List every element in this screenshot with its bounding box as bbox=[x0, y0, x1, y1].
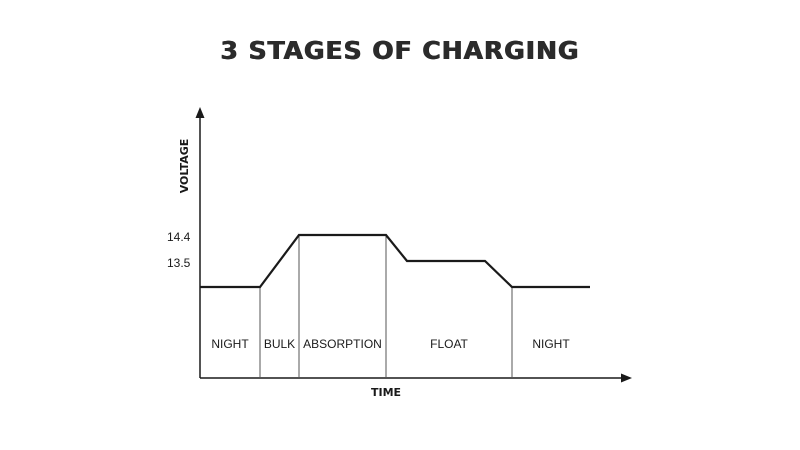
y-tick-label-14-4: 14.4 bbox=[167, 230, 191, 244]
stage-label-float: FLOAT bbox=[430, 337, 468, 351]
x-axis-label: TIME bbox=[371, 386, 401, 399]
chart-title: 3 STAGES OF CHARGING bbox=[220, 36, 580, 65]
stage-label-bulk: BULK bbox=[264, 337, 295, 351]
stage-label-night: NIGHT bbox=[532, 337, 570, 351]
voltage-curve bbox=[200, 233, 590, 289]
stage-label-absorption: ABSORPTION bbox=[303, 337, 382, 351]
y-axis-arrowhead bbox=[195, 107, 205, 118]
stage-label-night: NIGHT bbox=[211, 337, 249, 351]
y-tick-label-13-5: 13.5 bbox=[167, 256, 191, 270]
x-axis-arrowhead bbox=[621, 373, 632, 383]
y-axis-label: VOLTAGE bbox=[178, 139, 191, 194]
